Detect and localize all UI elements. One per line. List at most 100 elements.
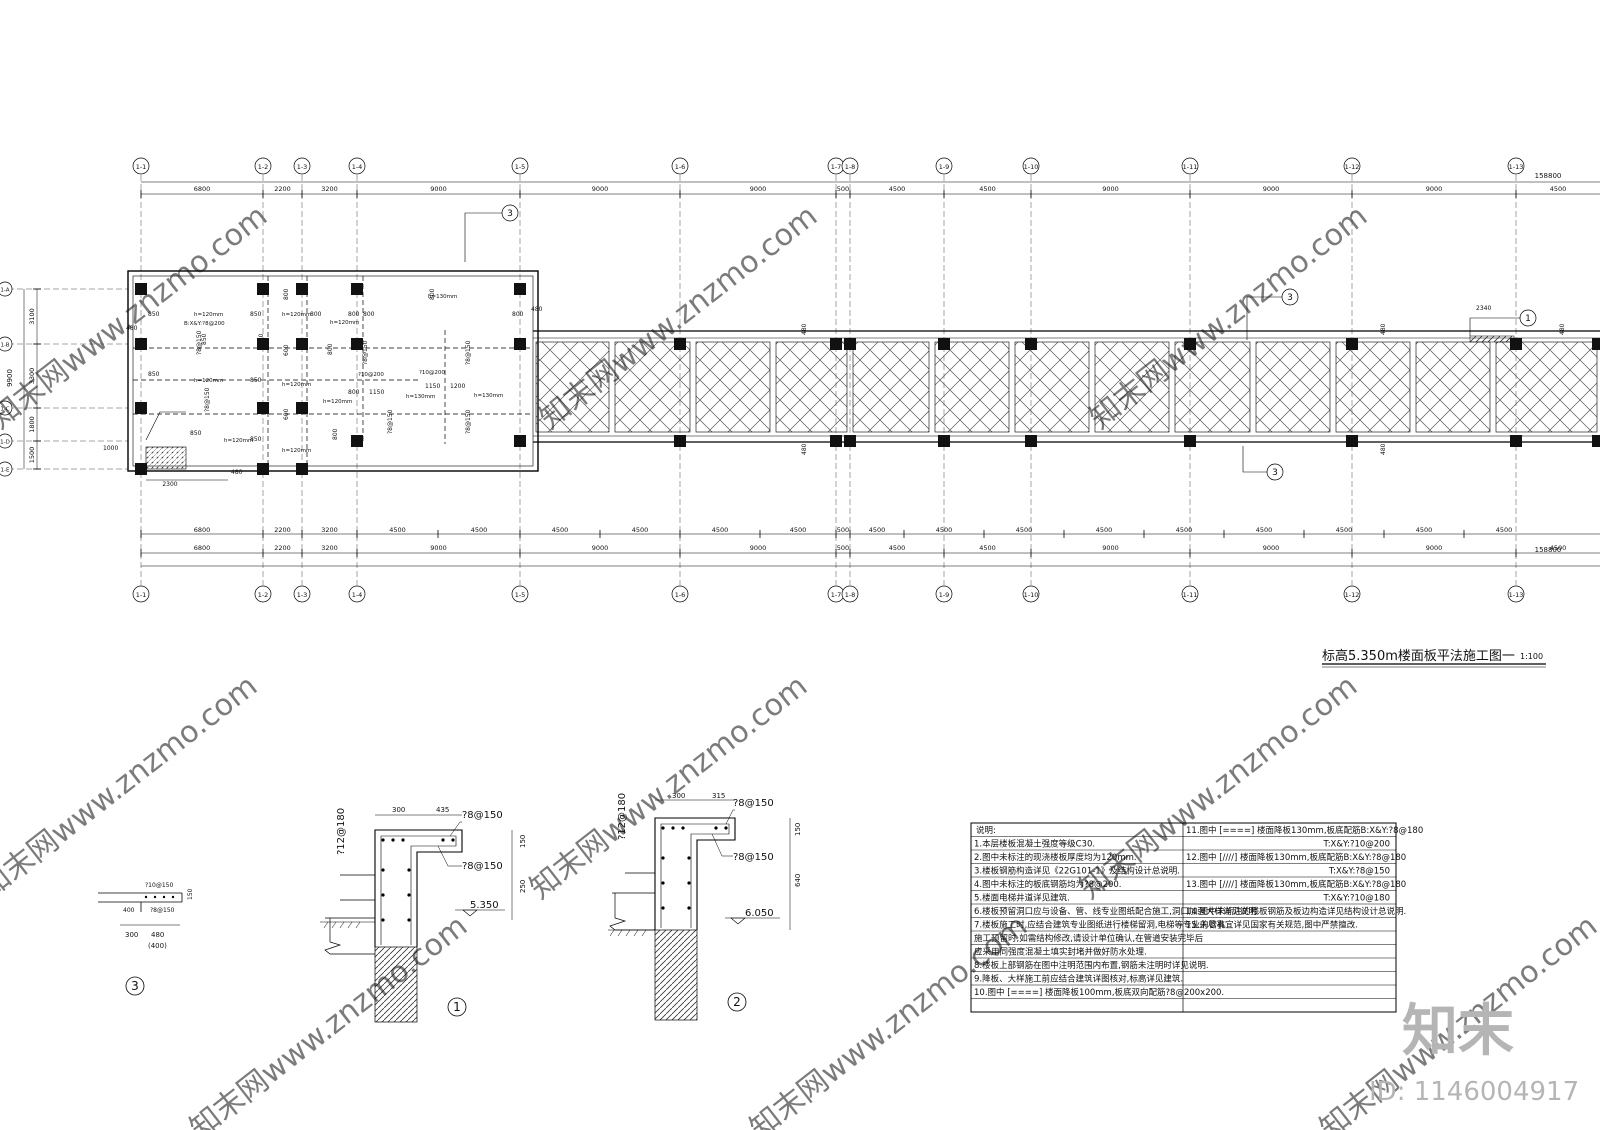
dimension-label: 3200 (321, 544, 338, 552)
axis-bubble (293, 157, 311, 175)
note-line: 15.未尽事宜详见国家有关规范,图中严禁擅改. (1186, 920, 1358, 931)
dim-label: 800 (512, 311, 524, 318)
column (257, 283, 269, 295)
note-line: 8.楼板上部钢筋在图中注明范围内布置,钢筋未注明时详见说明. (974, 960, 1209, 971)
slab-label: h=130mm (474, 393, 503, 399)
brand-mark: 知末 ID: 1146004917 (1369, 999, 1579, 1107)
axis-label: 1-1 (136, 591, 147, 599)
slab-label: h=120mm (282, 312, 311, 318)
axis-bubble (254, 585, 272, 603)
dimension-label: 2200 (274, 526, 291, 534)
detail3-dim-480: 480 (151, 931, 164, 939)
columns (135, 283, 1600, 475)
dimension-label: 2200 (274, 185, 291, 193)
note-line: T:X&Y:?8@150 (1328, 867, 1390, 877)
watermark-text: 知末网www.znzmo.com (743, 908, 1034, 1130)
axis-label: 1-1 (136, 163, 147, 171)
axis-bubble (935, 157, 953, 175)
dimension-label: 2200 (274, 544, 291, 552)
dimension-label: 4500 (936, 526, 953, 534)
column (257, 463, 269, 475)
axis-label: 1-4 (352, 591, 363, 599)
watermark-text: 知末网www.znzmo.com (523, 668, 814, 906)
axis-label: 1-9 (939, 163, 950, 171)
note-line: 10.图中 [====] 楼面降板100mm,板底双向配筋?8@200x200. (974, 987, 1224, 998)
axis-bubble (1343, 157, 1361, 175)
axis-bubble (293, 585, 311, 603)
row-axis-label: 1-E (1, 468, 10, 474)
note-line: T:X&Y:?10@200 (1322, 840, 1390, 850)
axis-label: 1-9 (939, 591, 950, 599)
detail3-dim-400b: (400) (148, 942, 167, 950)
plan-title-block: 标高5.350m楼面板平法施工图一 1:100 (1322, 648, 1546, 668)
dim-label: 800 (332, 428, 339, 440)
slab-hatch-panel (695, 341, 771, 433)
axis-label: 1-4 (352, 163, 363, 171)
slab-hatch-panel (775, 341, 848, 433)
detail2-top-bar: ?8@150 (733, 798, 774, 809)
dimension-label: 6800 (194, 526, 211, 534)
axis-bubble (841, 585, 859, 603)
axis-bubble (1507, 585, 1525, 603)
detail2-stirrup: ?8@150 (733, 852, 774, 863)
detail1-marker (447, 997, 467, 1017)
dim-label: 800 (348, 311, 360, 318)
axis-bubble (1343, 585, 1361, 603)
column (1592, 338, 1600, 350)
stair-width-dim: 2300 (162, 481, 177, 488)
slab-hatch-panel (934, 341, 1010, 433)
axis-label: 1-2 (258, 163, 269, 171)
slab-hatch-panel (535, 341, 610, 433)
dim-label: 480 (1559, 323, 1566, 335)
stair-hatch (145, 446, 187, 470)
dim-label: 800 (310, 311, 322, 318)
axis-label: 1-13 (1509, 163, 1524, 171)
axis-label: 1-11 (1183, 591, 1198, 599)
dim-label: 850 (148, 371, 160, 378)
dimension-label: 4500 (632, 526, 649, 534)
column (514, 338, 526, 350)
row-axis-bubble (0, 281, 13, 297)
axis-label: 1-7 (831, 591, 842, 599)
note-line: 施工预留时,如需结构修改,请设计单位确认,在管道安装完毕后 (974, 933, 1204, 944)
slab-hatch-panel (1335, 341, 1411, 433)
slab-label: h=120mm (282, 382, 311, 388)
column (296, 338, 308, 350)
note-line: 4.图中未标注的板底钢筋均为?8@200. (974, 879, 1121, 890)
dim-label: 480 (801, 443, 808, 455)
slab-hatch-panel (852, 341, 930, 433)
dimension-label: 500 (837, 185, 849, 193)
row-axis-label: 1-D (0, 440, 10, 446)
dimension-label: 3200 (321, 526, 338, 534)
dim-label: ?8@150 (387, 409, 394, 434)
column (135, 338, 147, 350)
column (296, 463, 308, 475)
slab-label: h=120mm (194, 312, 223, 318)
detail-3: ?10@150 ?8@150 400 150 300 480 (400) 3 (98, 882, 194, 996)
column (135, 283, 147, 295)
brand-logo: 知末 (1402, 999, 1514, 1064)
dim-label: ?8@150 (465, 409, 472, 434)
detail2-top300: 300 (672, 792, 685, 800)
dimension-label: 9000 (750, 185, 767, 193)
recess-hatch (1469, 335, 1515, 343)
note-line: 14.图中未标注的楼板钢筋及板边构造详见结构设计总说明. (1186, 906, 1406, 917)
axis-bubble (1022, 157, 1040, 175)
dim-label: 1150 (369, 389, 384, 396)
dim-label: 480 (126, 325, 138, 332)
watermark-text: 知末网www.znzmo.com (0, 198, 274, 436)
note-line: 应采用同强度混凝土填实封堵并做好防水处理. (974, 947, 1147, 958)
slab-label: h=120mm (330, 320, 359, 326)
row-axis-label: 1-B (0, 343, 9, 349)
dim-label: 480 (1380, 443, 1387, 455)
dim-label: 480 (231, 469, 243, 476)
axis-bubble (1507, 157, 1525, 175)
corridor: 480 480 480 480 480 2340 (533, 305, 1600, 455)
note-line: 5.楼面电梯井道详见建筑. (974, 893, 1070, 904)
dim-label: 480 (1380, 323, 1387, 335)
detail3-top-bar: ?10@150 (145, 882, 173, 889)
row-axis-bubble (0, 461, 13, 477)
axis-label: 1-2 (258, 591, 269, 599)
